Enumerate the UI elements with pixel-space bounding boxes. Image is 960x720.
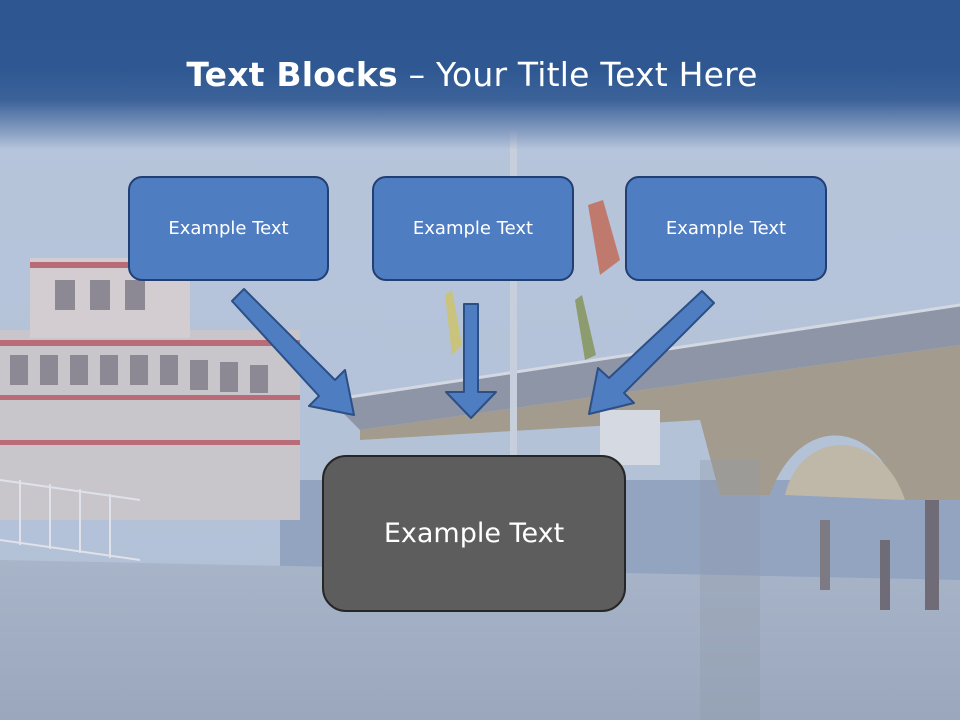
header-band [0, 0, 960, 150]
slide-title: Text Blocks – Your Title Text Here [0, 52, 944, 98]
slide-title-bold: Text Blocks [186, 55, 398, 94]
main-text-box-label: Example Text [383, 518, 565, 549]
text-box-center[interactable]: Example Text [372, 176, 574, 281]
text-box-left-label: Example Text [168, 218, 289, 239]
text-box-center-label: Example Text [412, 218, 534, 239]
main-text-box[interactable]: Example Text [322, 455, 626, 612]
text-box-right-label: Example Text [665, 218, 787, 239]
text-box-right[interactable]: Example Text [625, 176, 827, 281]
slide-title-rest: – Your Title Text Here [397, 55, 758, 94]
text-box-left[interactable]: Example Text [128, 176, 329, 281]
